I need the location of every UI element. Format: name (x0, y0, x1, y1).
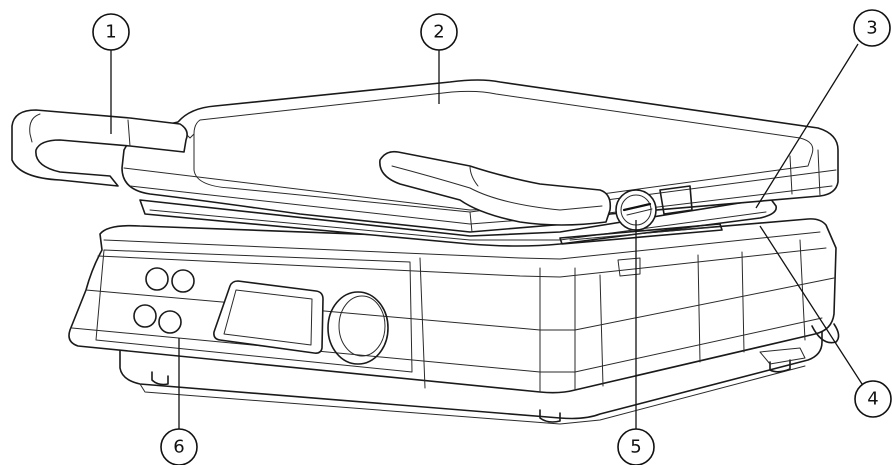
callout-6: 6 (160, 338, 198, 465)
callout-4: 4 (759, 225, 892, 418)
control-button-4 (158, 310, 182, 334)
drip-tray (559, 223, 723, 245)
display-screen (213, 280, 324, 354)
lid (121, 79, 839, 233)
callout-2: 2 (420, 13, 458, 104)
callout-3-label: 3 (866, 18, 877, 39)
callout-5-label: 5 (630, 437, 641, 458)
callout-2-label: 2 (433, 22, 444, 43)
callout-3: 3 (755, 9, 891, 209)
control-button-1 (145, 267, 169, 291)
callout-6-label: 6 (173, 437, 184, 458)
control-dial (327, 291, 389, 365)
handle (11, 109, 612, 226)
callout-4-label: 4 (867, 389, 878, 410)
callout-1-label: 1 (105, 22, 116, 43)
callout-1: 1 (92, 13, 130, 134)
latch-knob (615, 189, 657, 231)
callout-5: 5 (617, 220, 655, 465)
base-unit (68, 218, 840, 425)
control-button-3 (133, 304, 157, 328)
plate-layer (139, 197, 777, 277)
control-button-2 (171, 269, 195, 293)
